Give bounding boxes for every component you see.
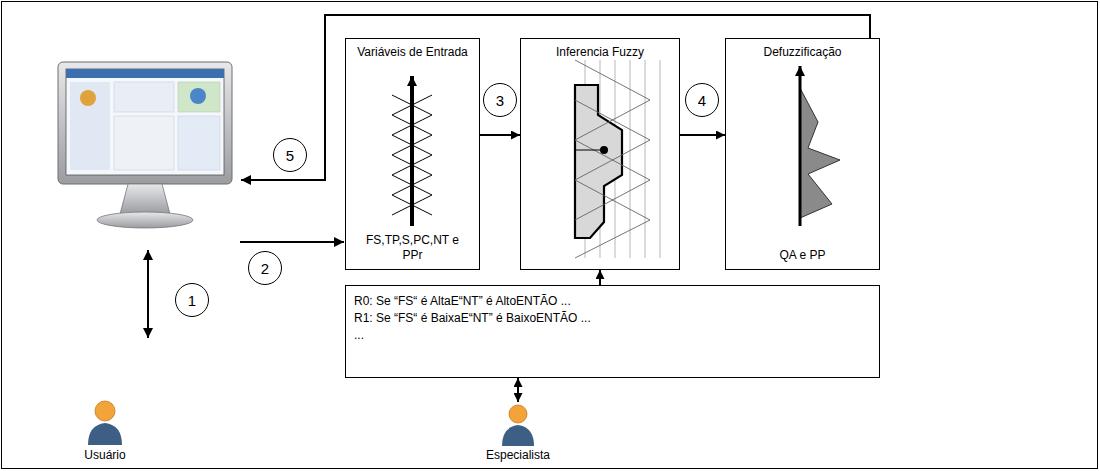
user-actor: Usuário xyxy=(62,396,148,466)
box-text: QA e PP xyxy=(779,248,825,263)
callout-number: 1 xyxy=(175,283,209,317)
rule-text: R0: Se “FS“ é AltaE“NT” é AltoENTÃO ... xyxy=(354,293,571,310)
person-head xyxy=(95,401,115,421)
axis-arrow xyxy=(410,76,414,226)
box-text: Variáveis de Entrada xyxy=(357,45,468,60)
rule-text: ... xyxy=(354,327,364,344)
screen-icon xyxy=(80,90,96,106)
flow-arrow xyxy=(240,241,344,243)
centroid-line xyxy=(575,150,604,151)
grid-line xyxy=(660,60,661,258)
flow-arrow xyxy=(517,378,519,402)
callout-text: 3 xyxy=(496,92,504,109)
membership-lines xyxy=(575,140,650,220)
specialist-actor: Especialista xyxy=(475,402,561,466)
person-body xyxy=(502,425,534,446)
callout-text: 1 xyxy=(188,292,196,309)
monitor-screen xyxy=(66,69,224,175)
screen-panel xyxy=(178,116,220,170)
monitor-body xyxy=(58,62,232,184)
flow-arrow xyxy=(599,270,601,285)
membership-lines xyxy=(575,60,650,140)
box-text: FS,TP,S,PC,NT e PPr xyxy=(357,233,469,263)
flow-arrow xyxy=(480,134,520,136)
box-text: Inferencia Fuzzy xyxy=(556,45,644,60)
monitor-stand xyxy=(120,184,170,214)
actor-label: Especialista xyxy=(486,448,550,463)
screen-panel xyxy=(114,116,174,170)
callout-text: 2 xyxy=(261,260,269,277)
screen-panel xyxy=(178,82,220,112)
process-box: Defuzzificação QA e PP xyxy=(725,38,880,270)
screen-panel xyxy=(70,82,110,170)
rule-box: R0: Se “FS“ é AltaE“NT” é AltoENTÃO ...R… xyxy=(345,285,880,378)
person-head xyxy=(509,405,527,423)
monitor-base xyxy=(97,212,193,228)
actor-label: Usuário xyxy=(84,448,125,463)
screen-panel xyxy=(114,82,174,112)
callout-text: 4 xyxy=(698,92,706,109)
flow-arrow xyxy=(680,134,725,136)
rule-text: R1: Se “FS“ é BaixaE“NT” é BaixoENTÃO ..… xyxy=(354,310,591,327)
callout-number: 4 xyxy=(685,83,719,117)
callout-number: 2 xyxy=(248,251,282,285)
membership-lines xyxy=(575,180,650,258)
axis-arrow xyxy=(799,66,802,226)
callout-number: 5 xyxy=(273,138,307,172)
grid-line xyxy=(645,60,646,258)
membership-lines xyxy=(575,100,650,180)
centroid-dot xyxy=(600,146,608,154)
box-text: Defuzzificação xyxy=(763,45,841,60)
process-box: Inferencia Fuzzy xyxy=(520,38,680,270)
screen-bar xyxy=(66,69,224,78)
person-body xyxy=(88,423,122,445)
screen-icon xyxy=(190,88,206,104)
callout-number: 3 xyxy=(483,83,517,117)
flow-arrow xyxy=(147,250,149,338)
feedback-arrow xyxy=(241,15,870,180)
callout-text: 5 xyxy=(286,147,294,164)
process-box: Variáveis de EntradaFS,TP,S,PC,NT e PPr xyxy=(345,38,480,270)
output-shape xyxy=(800,88,840,218)
